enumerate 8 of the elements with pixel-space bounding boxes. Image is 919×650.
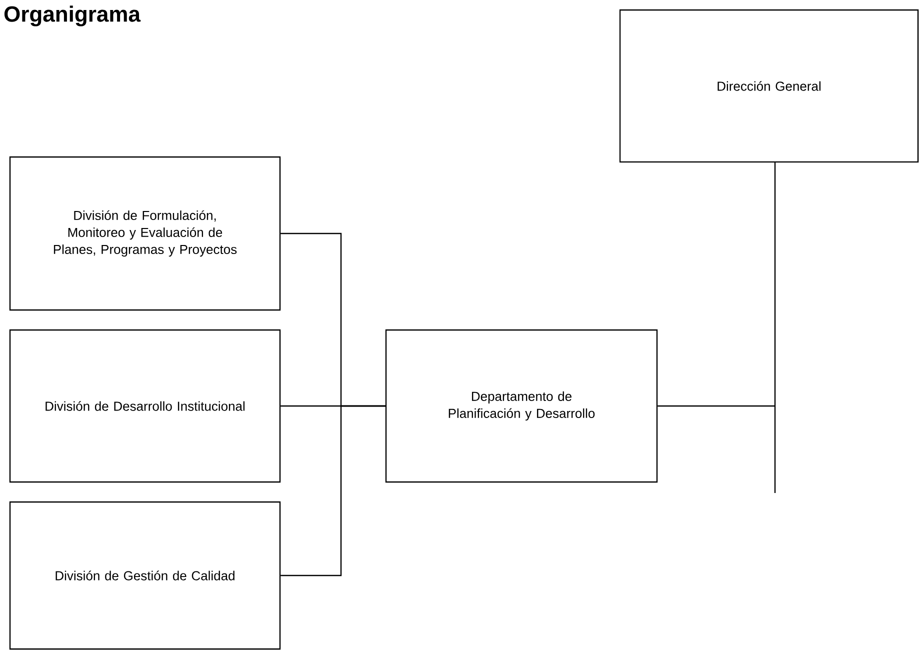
org-box: División de Formulación, Monitoreo y Evaluación de Planes, Programas y Proyectos xyxy=(9,156,281,311)
title: Organigrama xyxy=(4,6,141,26)
org-box: Departamento de Planificación y Desarrollo xyxy=(385,329,658,483)
org-box: División de Gestión de Calidad xyxy=(9,501,281,650)
connector-line xyxy=(657,161,776,494)
connector-line xyxy=(280,405,386,576)
org-box: División de Desarrollo Institucional xyxy=(9,329,281,483)
org-box: Dirección General xyxy=(619,9,919,163)
